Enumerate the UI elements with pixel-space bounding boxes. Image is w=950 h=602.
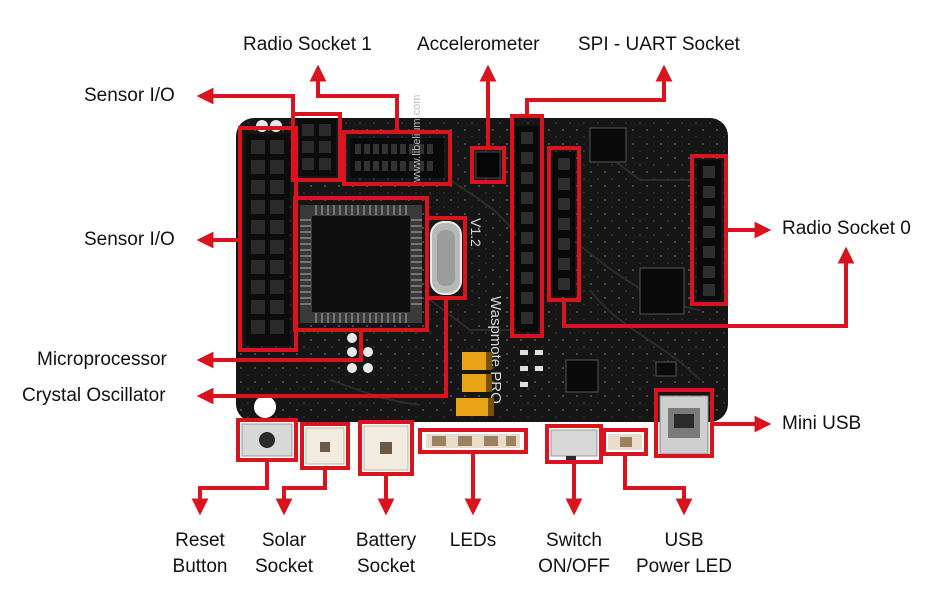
leader-microprocessor	[196, 330, 363, 369]
label-crystal-oscillator: Crystal Oscillator	[22, 385, 166, 406]
label-microprocessor: Microprocessor	[37, 349, 167, 370]
label-switch-line1: Switch	[546, 530, 602, 551]
label-reset-button: Reset Button	[160, 530, 240, 578]
label-battery-socket: Battery Socket	[341, 530, 431, 578]
leader-crystal	[196, 298, 448, 405]
mounting-hole	[254, 396, 276, 418]
label-switch: Switch ON/OFF	[529, 530, 619, 578]
capacitors	[456, 352, 494, 416]
label-battery-socket-line2: Socket	[356, 556, 416, 577]
silkscreen-version: V1.2	[468, 218, 484, 247]
leader-radio-socket-0-inner	[562, 246, 855, 328]
label-accelerometer: Accelerometer	[417, 34, 540, 55]
label-solar-socket-line1: Solar	[261, 530, 307, 551]
leader-reset	[191, 460, 269, 516]
usb-power-led-part	[608, 434, 642, 450]
label-radio-socket-0: Radio Socket 0	[782, 218, 911, 239]
mounting-hole	[363, 347, 373, 357]
leader-sensor-io-top	[196, 87, 295, 122]
accelerometer-chip	[475, 151, 501, 179]
label-sensor-io-left: Sensor I/O	[84, 229, 175, 250]
label-solar-socket: Solar Socket	[244, 530, 324, 578]
crystal-oscillator-part	[430, 221, 462, 295]
leader-radio-socket-1	[309, 64, 399, 132]
leds-part	[426, 434, 520, 448]
leader-spi-uart	[525, 64, 673, 116]
leader-solar	[275, 468, 327, 516]
spi-uart-header	[516, 126, 538, 332]
mini-usb-connector	[659, 395, 709, 455]
silkscreen-url: www.libelium.com	[411, 95, 423, 183]
chip	[655, 361, 677, 377]
label-usb-power-led-line2: Power LED	[635, 556, 733, 577]
mounting-hole	[347, 347, 357, 357]
label-reset-button-line1: Reset	[175, 530, 225, 551]
chip	[565, 359, 599, 393]
label-usb-power-led: USB Power LED	[626, 530, 742, 578]
radio-socket-0-inner-header	[553, 152, 575, 296]
box-sensor-io-top	[291, 112, 342, 182]
radio-socket-1-part	[350, 138, 444, 178]
solar-socket-part	[305, 427, 345, 465]
reset-button-part	[241, 423, 293, 457]
label-solar-socket-line2: Socket	[254, 556, 314, 577]
sensor-io-header-left	[246, 134, 290, 346]
chip	[639, 267, 685, 315]
mounting-hole	[347, 333, 357, 343]
mounting-hole	[347, 363, 357, 373]
label-battery-socket-line1: Battery	[355, 530, 417, 551]
label-sensor-io-top: Sensor I/O	[84, 85, 175, 106]
label-reset-button-line2: Button	[172, 556, 228, 577]
switch-part	[550, 429, 598, 464]
radio-socket-0-header	[697, 160, 721, 300]
label-usb-power-led-line1: USB	[664, 530, 704, 551]
label-switch-line2: ON/OFF	[538, 556, 610, 577]
leader-usb-led	[623, 454, 693, 516]
label-mini-usb: Mini USB	[782, 413, 862, 434]
chip	[589, 127, 627, 163]
label-leds: LEDs	[449, 530, 497, 551]
smd-components	[520, 350, 543, 387]
sensor-io-header-top	[298, 118, 336, 176]
label-spi-uart-socket: SPI - UART Socket	[578, 34, 740, 55]
label-radio-socket-1: Radio Socket 1	[243, 34, 372, 55]
leader-lines	[191, 64, 855, 516]
microprocessor-chip	[300, 205, 422, 323]
mounting-hole	[363, 363, 373, 373]
battery-socket-part	[363, 425, 409, 471]
